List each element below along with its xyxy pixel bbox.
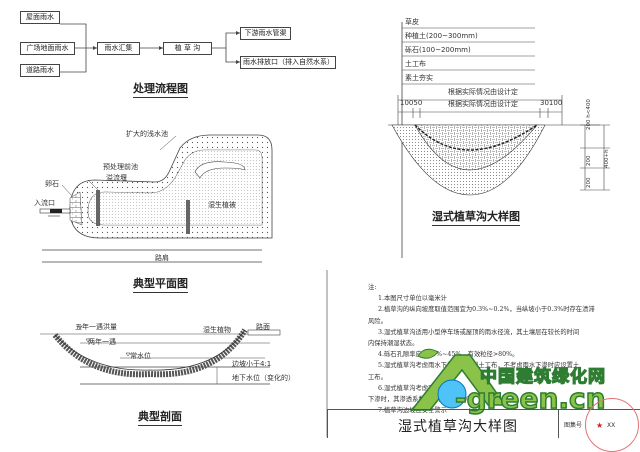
dim-v-total: 400+h (604, 149, 610, 168)
label-wetland: 湿生植被 (208, 201, 236, 209)
watermark-en: -green.cn (454, 381, 606, 416)
label-inlet: 入流口 (34, 199, 55, 207)
label-pond: 扩大的浅水池 (126, 130, 168, 138)
note-top: 根据实际情况由设计定 (448, 88, 518, 96)
dims-right: 30100 (540, 99, 563, 107)
notes-heading: 注: (368, 284, 377, 291)
label-pretreat: 预处理前池 (103, 163, 138, 171)
watermark-cn: 中国建筑绿化网 (479, 366, 606, 387)
flowchart-connectors (60, 23, 240, 73)
label-normal-level: 常水位 (130, 352, 151, 360)
dim-v-top: 200 h<400 (586, 99, 592, 130)
label-wet-plants: 湿生植物 (203, 326, 231, 334)
note-item: 3.湿式植草沟适用小型停车场或屋顶的雨水径流，其土壤层在较长的时间 (378, 328, 580, 336)
section-title: 典型剖面 (138, 408, 182, 426)
label-road-surface: 路面 (256, 323, 270, 331)
note-item: 2.植草沟的纵向坡度取值范围宜为0.3%~0.2%，当纵坡小于0.3%时存在渍滞 (378, 306, 595, 314)
layer-turf: 草皮 (405, 18, 419, 26)
title-block-divider (558, 410, 559, 438)
plan-view (39, 134, 273, 263)
title-block-code-label: 图集号 (564, 422, 583, 429)
detail-title: 湿式植草沟大样图 (432, 208, 520, 226)
label-riprap: 卵石 (45, 180, 59, 188)
stamp-star-icon: ★ (596, 421, 604, 430)
label-flood5: 五年一遇洪量 (75, 323, 117, 331)
note-dim: 根据实际情况由设计定 (448, 100, 518, 108)
label-weir: 溢流堰 (106, 174, 127, 182)
label-road-shoulder: 路肩 (155, 254, 169, 262)
layer-compacted-soil: 素土夯实 (405, 74, 433, 82)
note-item: 1.本图尺寸单位以毫米计 (378, 295, 447, 303)
flow-box-swale: 植 草 沟 (163, 42, 212, 55)
layer-gravel: 砾石(100~200mm) (405, 46, 471, 54)
note-item: 内保持潮湿状态。 (368, 340, 419, 348)
flow-box-downstream: 下游雨水管渠 (240, 27, 291, 40)
title-block-name: 湿式植草沟大样图 (398, 419, 518, 435)
drawing-canvas (39, 22, 610, 437)
flow-box-collect: 雨水汇集 (97, 42, 140, 55)
plan-title: 典型平面图 (133, 275, 188, 293)
section-view (40, 325, 281, 385)
note-item: 风险。 (368, 317, 387, 325)
title-block: 湿式植草沟大样图 图集号 (327, 409, 640, 438)
flow-box-road-rain: 道路雨水 (20, 64, 60, 77)
dim-v-bottom: 200 (586, 177, 592, 189)
flow-box-roof-rain: 屋面雨水 (20, 11, 60, 24)
label-slope: 边坡小于4:1 (232, 360, 272, 368)
note-item: 4.砾石孔隙率应为35%~45%，有效粒径>80%。 (378, 351, 519, 359)
flow-box-outfall: 雨水排放口（排入自然水系） (240, 56, 336, 69)
flow-box-plaza-rain: 广场地面雨水 (20, 42, 75, 55)
note-item: 工布。 (368, 373, 387, 381)
flowchart-title: 处理流程图 (133, 80, 188, 98)
layer-geotextile: 土工布 (405, 60, 426, 68)
detail-section (387, 22, 610, 258)
label-flood2: 两年一遇 (88, 338, 116, 346)
layer-planting-soil: 种植土(200~300mm) (405, 32, 478, 40)
dims-left: 10050 (400, 99, 423, 107)
label-groundwater: 地下水位（变化的） (232, 374, 295, 382)
dim-v-mid: 200 (586, 155, 592, 167)
stamp-text: XX (607, 422, 616, 429)
